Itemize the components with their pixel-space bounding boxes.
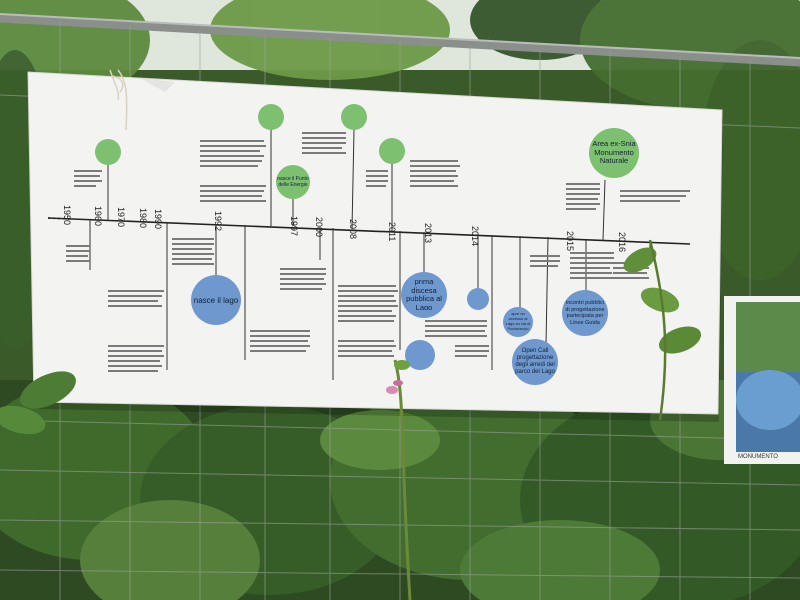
fence-top-rail xyxy=(0,13,800,67)
connectors-down xyxy=(89,220,651,380)
blue-circle-2013b xyxy=(405,340,435,370)
blue-circle-2014 xyxy=(467,288,489,310)
string-tie xyxy=(109,69,128,131)
blue-circle-1992 xyxy=(191,275,241,325)
blue-circle-2013 xyxy=(401,272,447,318)
green-circle-2016 xyxy=(589,128,639,178)
year-2000: 2000 xyxy=(314,217,324,238)
year-2014: 2014 xyxy=(470,226,480,247)
blue-circle-2015b xyxy=(562,290,608,336)
foreground-plant xyxy=(0,239,702,600)
year-2008: 2008 xyxy=(348,219,358,240)
blue-circle-2014b xyxy=(503,307,533,337)
label-nasce-punto: nasce il Punto delle Energie xyxy=(277,176,309,188)
connectors-up xyxy=(107,129,606,241)
label-area-monumento: Area ex-Snia Monumento Naturale xyxy=(592,139,636,166)
year-1980: 1980 xyxy=(138,208,148,229)
right-sign xyxy=(724,296,800,464)
green-circle-1997 xyxy=(276,165,310,199)
green-circle-2008 xyxy=(341,104,367,130)
year-2013: 2013 xyxy=(423,223,433,244)
year-1950: 1950 xyxy=(62,205,72,226)
label-prima-discesa: prima discesa pubblica al Lago xyxy=(406,280,442,310)
label-apre-accesso: apre un accesso al Lago su via di Porton… xyxy=(505,312,531,331)
label-incontri: incontri pubblici di progettazione parte… xyxy=(565,300,605,326)
timeline-axis xyxy=(47,217,691,245)
year-1970: 1970 xyxy=(116,207,126,228)
green-circle-1950 xyxy=(95,139,121,165)
blue-circle-2015 xyxy=(512,339,558,385)
right-sign-caption: MONUMENTO xyxy=(738,454,778,460)
year-2015: 2015 xyxy=(565,231,575,252)
green-circle-1992 xyxy=(258,104,284,130)
text-block-lines xyxy=(66,132,690,372)
year-2011: 2011 xyxy=(387,222,397,242)
green-circle-2011 xyxy=(379,138,405,164)
timeline-board xyxy=(27,71,723,415)
label-nasce-lago: nasce il lago xyxy=(193,295,239,305)
year-1990: 1990 xyxy=(153,209,163,230)
year-1992: 1992 xyxy=(213,211,223,232)
blue-circles xyxy=(191,272,608,385)
label-open-call: Open Call progettazione degli arredi del… xyxy=(515,348,555,375)
green-circles xyxy=(95,104,639,199)
year-1960: 1960 xyxy=(93,206,103,227)
year-2016: 2016 xyxy=(617,232,627,253)
year-1997: 1997 xyxy=(289,216,299,237)
